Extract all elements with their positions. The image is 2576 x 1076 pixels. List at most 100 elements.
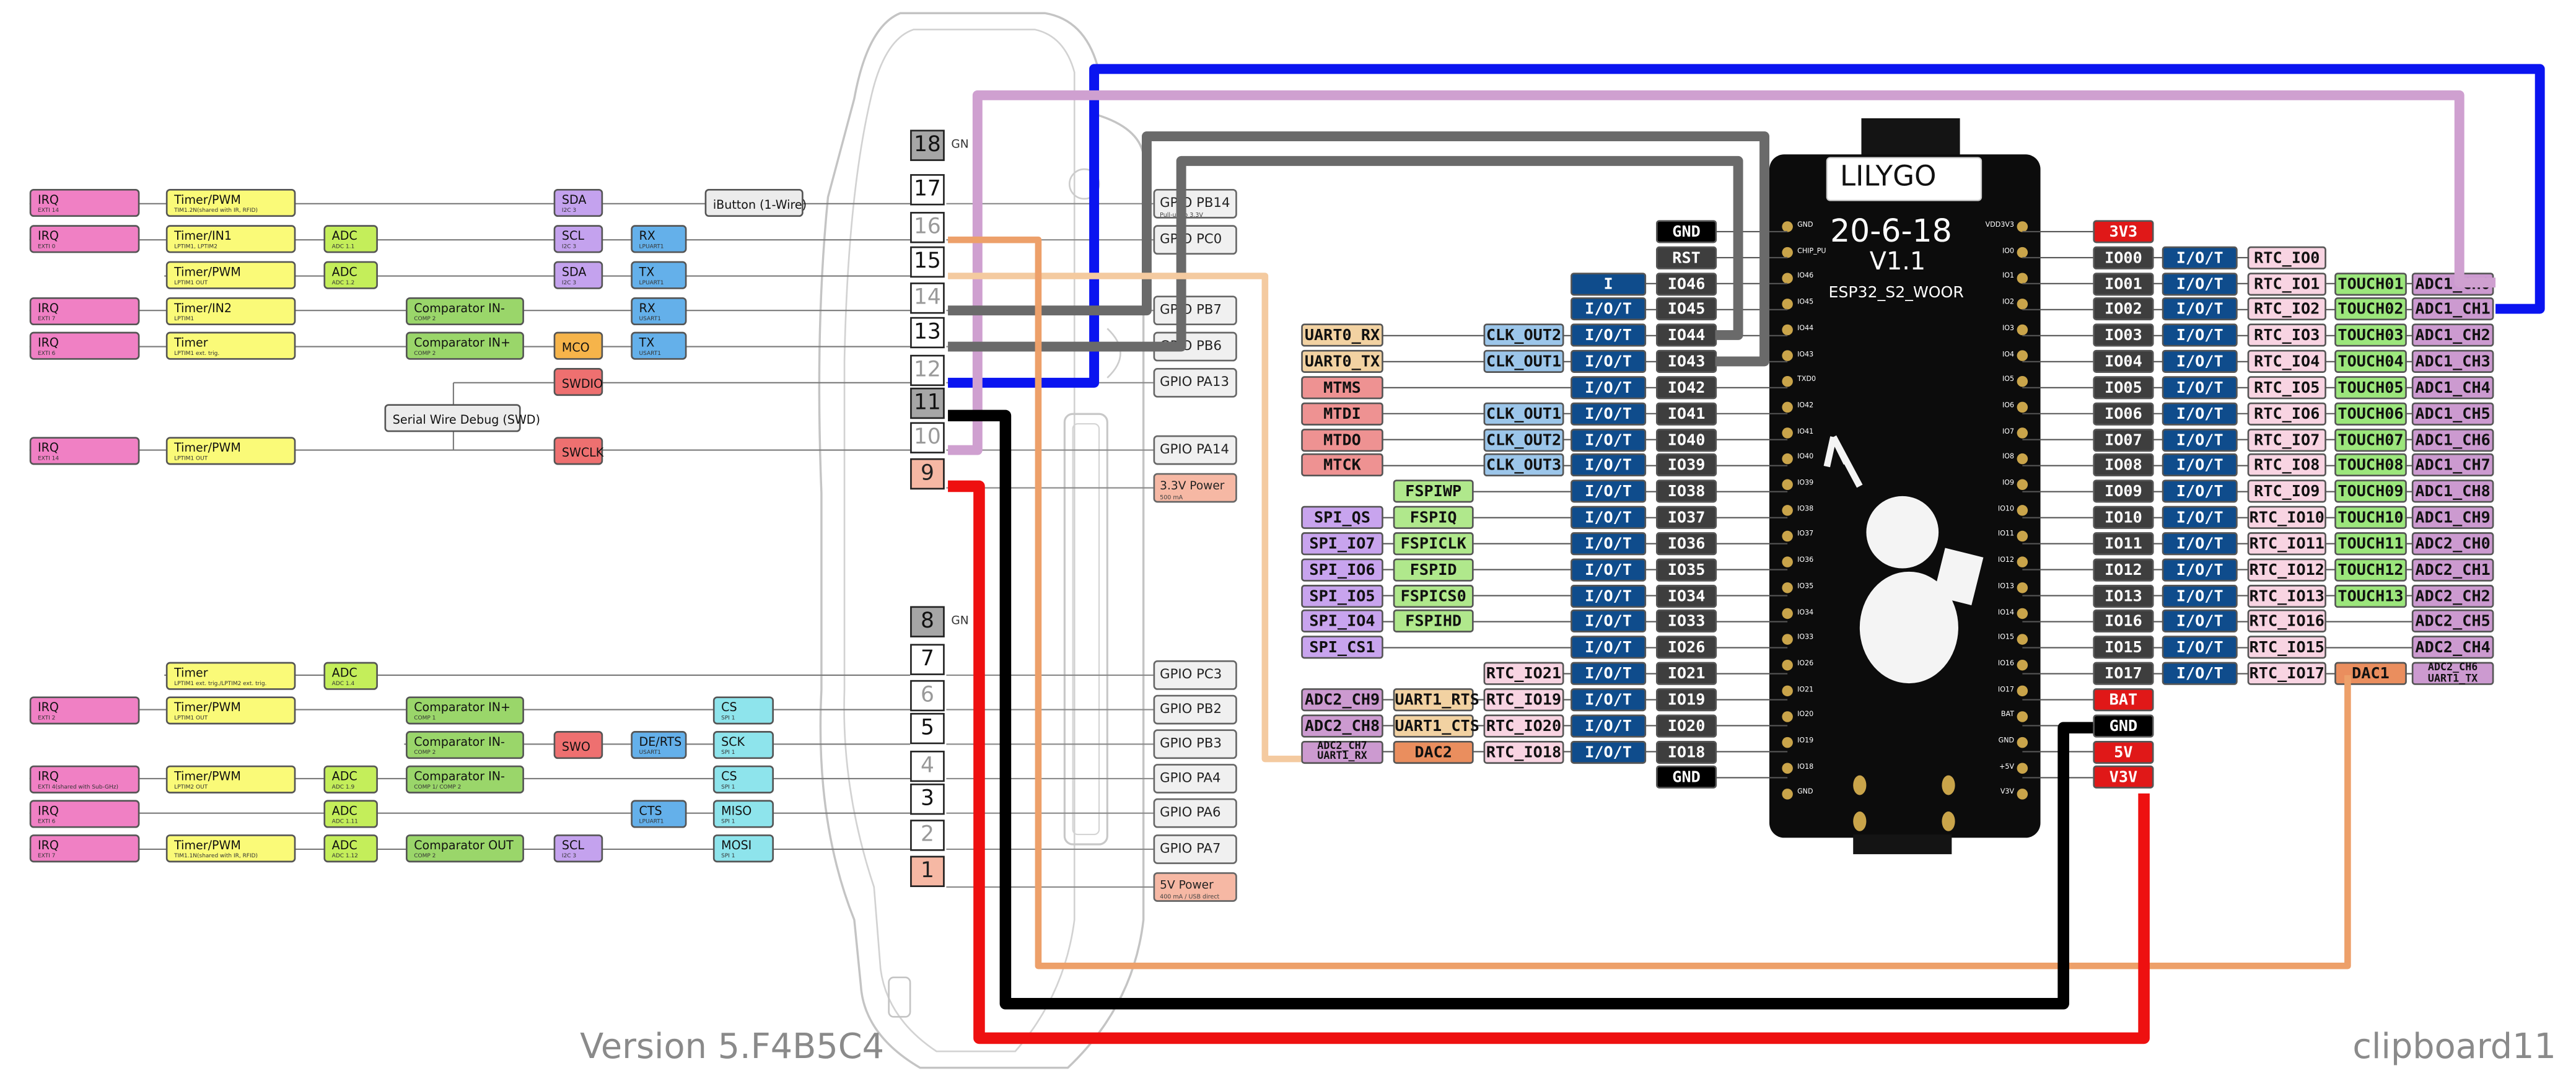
board-pad (1782, 221, 1793, 232)
esp-tag-text: FSPIQ (1409, 509, 1457, 528)
board-silk-text: IO20 (1797, 710, 1814, 719)
esp-tag-text: RTC_IO5 (2254, 379, 2320, 398)
esp-right-tag: ADC1_CH6 (2411, 428, 2494, 452)
esp-right-pin-V3V: V3V (2093, 766, 2154, 789)
board-silk-label: IO46 (1797, 272, 1813, 280)
esp-right-tag: ADC1_CH5 (2411, 402, 2494, 426)
function-label-text: IRQ (37, 192, 59, 208)
function-label-text: SCK (721, 734, 745, 750)
function-label-sub: SPI 1 (721, 714, 735, 720)
gpio-label-text: GPIO PA7 (1160, 841, 1221, 856)
board-silk-label: IO35 (1797, 581, 1813, 589)
board-silk-label: GND (1797, 220, 1813, 228)
board-brand: LILYGO (1840, 161, 1937, 194)
esp-left-pin-IO34: IO34 (1656, 584, 1717, 608)
function-label-sub: LPUART1 (639, 817, 664, 824)
esp-tag-text: ADC2_CH5 (2415, 613, 2491, 632)
esp-left-tag: I/O/T (1571, 610, 1647, 634)
esp-tag-text: TOUCH11 (2337, 535, 2404, 554)
esp-right-tag: I/O/T (2162, 272, 2238, 295)
flipper-pin-number: 10 (913, 425, 941, 450)
esp-pin-text: IO21 (1667, 665, 1706, 684)
esp-left-tag: MTDI (1301, 402, 1383, 426)
function-label-text: Timer (174, 665, 208, 680)
esp-right-tag: RTC_IO8 (2247, 454, 2326, 478)
function-label-text: MISO (721, 803, 752, 818)
function-label-sub: LPUART1 (639, 278, 664, 286)
esp-tag-text: I/O/T (2176, 275, 2223, 294)
function-label-text: ADC (331, 803, 357, 818)
function-label-sub: LPTIM1 OUT (174, 454, 208, 461)
esp-pin-text: IO08 (2105, 457, 2142, 476)
esp-pin-text: IO40 (1667, 431, 1706, 450)
flipper-gnd-text: GN (951, 614, 969, 628)
esp-right-tag: RTC_IO0 (2247, 246, 2326, 269)
esp-tag-text: ADC1_CH3 (2415, 353, 2491, 372)
flipper-pin-1: 1 (910, 855, 945, 887)
flipper-gnd-text: GN (951, 138, 969, 151)
esp-right-pin-IO15: IO15 (2093, 636, 2154, 660)
board-version-text: V1.1 (1869, 246, 1926, 276)
esp-left-pin-IO38: IO38 (1656, 480, 1717, 504)
esp-tag-text: RTC_IO10 (2249, 509, 2324, 528)
esp-right-tag: ADC2_CH0 (2411, 532, 2494, 556)
esp-right-tag: TOUCH11 (2334, 532, 2407, 556)
esp-left-tag: I/O/T (1571, 350, 1647, 374)
esp-tag-text: RTC_IO17 (2249, 665, 2324, 684)
esp-tag-text: DAC2 (1414, 743, 1453, 762)
board-silk-label: IO0 (1974, 246, 2014, 254)
board-pad (1782, 556, 1793, 567)
esp-tag-text: ADC2_CH6 (2427, 662, 2478, 674)
board-model: ESP32_S2_WOOR (1828, 284, 1963, 302)
board-silk-label: IO37 (1797, 530, 1813, 538)
function-label-sub: COMP 2 (414, 851, 436, 859)
esp-tag-text: SPI_IO6 (1309, 561, 1375, 580)
esp-tag-text: ADC1_CH7 (2415, 457, 2491, 476)
function-label-text: IRQ (37, 228, 59, 243)
esp-right-tag: I/O/T (2162, 636, 2238, 660)
esp-tag-text: TOUCH05 (2337, 379, 2404, 398)
board-pad (1782, 530, 1793, 542)
esp-pin-text: IO45 (1667, 301, 1706, 320)
function-label-text: Timer/PWM (174, 264, 241, 279)
esp-pin-text: IO07 (2105, 431, 2142, 450)
function-label-sub: ADC 1.4 (331, 679, 355, 686)
flipper-pin-number: 18 (913, 133, 941, 158)
esp-right-tag: ADC1_CH3 (2411, 350, 2494, 374)
esp-tag-text: MTDI (1323, 405, 1361, 424)
flipper-pin-number: 17 (913, 177, 941, 203)
function-label-sub: SPI 1 (721, 817, 735, 824)
esp-pin-text: IO33 (1667, 613, 1706, 632)
function-label-text: TX (639, 335, 655, 350)
esp-pin-text: IO02 (2105, 301, 2142, 320)
function-label-text: SCL (561, 228, 584, 243)
esp-right-tag: TOUCH01 (2334, 272, 2407, 295)
esp-left-tag: I/O/T (1571, 740, 1647, 764)
board-silk-text: IO13 (1997, 581, 2015, 590)
flipper-pin-number: 6 (920, 683, 934, 708)
board-silk-text: IO44 (1797, 323, 1814, 332)
esp-right-tag: TOUCH09 (2334, 480, 2407, 504)
esp-tag-text: MTCK (1323, 457, 1361, 476)
wire-pink (948, 90, 2496, 455)
board-pad (2017, 247, 2028, 258)
gpio-label-text: GPIO PB2 (1160, 701, 1222, 717)
esp-tag-text: RTC_IO7 (2254, 431, 2320, 450)
esp-pin-text: IO03 (2105, 327, 2142, 346)
esp-tag-text: CLK_OUT1 (1486, 353, 1562, 372)
board-pad (1782, 324, 1793, 336)
board-silk-text: CHIP_PU (1797, 245, 1826, 255)
gpio-label: GPIO PA14 (1153, 435, 1237, 465)
board-pad (2017, 350, 2028, 361)
esp-left-tag: MTDO (1301, 428, 1383, 452)
board-silk-text: IO14 (1997, 606, 2015, 616)
function-label-sub: LPUART1 (639, 242, 664, 249)
esp-right-tag: TOUCH08 (2334, 454, 2407, 478)
